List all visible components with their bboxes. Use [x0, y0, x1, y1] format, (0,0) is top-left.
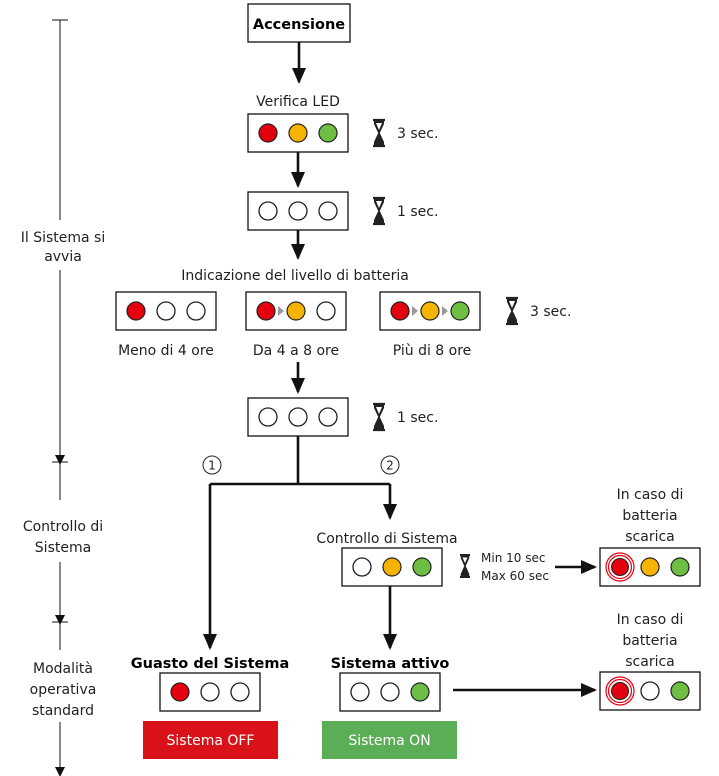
hourglass-icon: [504, 296, 520, 326]
sequence-arrow-icon: [278, 306, 284, 316]
hourglass-icon: [371, 118, 387, 148]
check-max: Max 60 sec: [481, 569, 549, 583]
blink-ring: [605, 552, 635, 582]
branch-2-number: 2: [386, 459, 394, 473]
fault-label: Guasto del Sistema: [131, 656, 290, 672]
led-off: [318, 201, 338, 221]
branch-1-marker: [202, 455, 222, 475]
phase-mode-line2: operativa: [30, 682, 97, 698]
low-battery-1-line1: In caso di: [617, 487, 684, 503]
led-red: [256, 301, 276, 321]
blink-ring: [605, 676, 635, 706]
sequence-arrow-icon: [412, 306, 418, 316]
timeline: [52, 19, 68, 776]
led-off: [288, 201, 308, 221]
badge-off: [143, 721, 278, 759]
led-green: [450, 301, 470, 321]
hourglass-icon: [459, 554, 471, 578]
time-1s-2: 1 sec.: [397, 410, 438, 426]
led-off: [258, 407, 278, 427]
led-off: [316, 301, 336, 321]
battery-4-8: Da 4 a 8 ore: [253, 343, 339, 359]
blink-ring: [607, 554, 633, 580]
led-amber: [382, 557, 402, 577]
led-off: [318, 407, 338, 427]
sequence-arrow-icon: [442, 306, 448, 316]
time-1s: 1 sec.: [397, 204, 438, 220]
badge-off-label: Sistema OFF: [167, 733, 255, 749]
low-battery-1-line2: batteria: [622, 508, 677, 524]
led-check-label: Verifica LED: [256, 94, 340, 110]
blink-ring: [607, 678, 633, 704]
led-off: [350, 682, 370, 702]
hourglass-icon: [371, 402, 387, 432]
badge-on: [322, 721, 457, 759]
led-red-blinking: [611, 682, 629, 700]
branch-1-number: 1: [208, 459, 216, 473]
led-off: [288, 407, 308, 427]
low-battery-1-line3: scarica: [625, 529, 675, 545]
led-green: [318, 123, 338, 143]
led-green: [670, 557, 690, 577]
led-green: [410, 682, 430, 702]
led-amber: [420, 301, 440, 321]
system-check-label: Controllo di Sistema: [316, 531, 457, 547]
led-off: [380, 682, 400, 702]
badge-on-label: Sistema ON: [348, 733, 430, 749]
led-off: [200, 682, 220, 702]
low-battery-2-line1: In caso di: [617, 612, 684, 628]
led-red: [170, 682, 190, 702]
led-off: [230, 682, 250, 702]
led-amber: [288, 123, 308, 143]
check-min: Min 10 sec: [481, 551, 545, 565]
phase-mode-line3: standard: [32, 703, 94, 719]
led-amber: [640, 557, 660, 577]
battery-more-8: Più di 8 ore: [393, 343, 472, 359]
active-label: Sistema attivo: [331, 656, 450, 672]
led-off: [352, 557, 372, 577]
start-box: [247, 3, 351, 43]
start-label: Accensione: [253, 17, 345, 33]
branch-2-marker: [380, 455, 400, 475]
hourglass-icon: [371, 196, 387, 226]
led-red-blinking: [611, 558, 629, 576]
led-amber: [286, 301, 306, 321]
led-red: [126, 301, 146, 321]
low-battery-2-line3: scarica: [625, 654, 675, 670]
phase-check-line2: Sistema: [35, 540, 91, 556]
phase-startup-line1: Il Sistema si: [21, 230, 106, 246]
low-battery-2-line2: batteria: [622, 633, 677, 649]
time-3s: 3 sec.: [397, 126, 438, 142]
led-off: [640, 681, 660, 701]
battery-level-label: Indicazione del livello di batteria: [181, 268, 409, 284]
battery-less-4: Meno di 4 ore: [118, 343, 214, 359]
phase-mode-line1: Modalità: [33, 661, 93, 677]
led-off: [258, 201, 278, 221]
led-red: [258, 123, 278, 143]
led-red: [390, 301, 410, 321]
time-3s-battery: 3 sec.: [530, 304, 571, 320]
phase-check-line1: Controllo di: [23, 519, 103, 535]
led-off: [156, 301, 176, 321]
phase-startup-line2: avvia: [44, 249, 82, 265]
led-off: [186, 301, 206, 321]
led-green: [412, 557, 432, 577]
led-green: [670, 681, 690, 701]
